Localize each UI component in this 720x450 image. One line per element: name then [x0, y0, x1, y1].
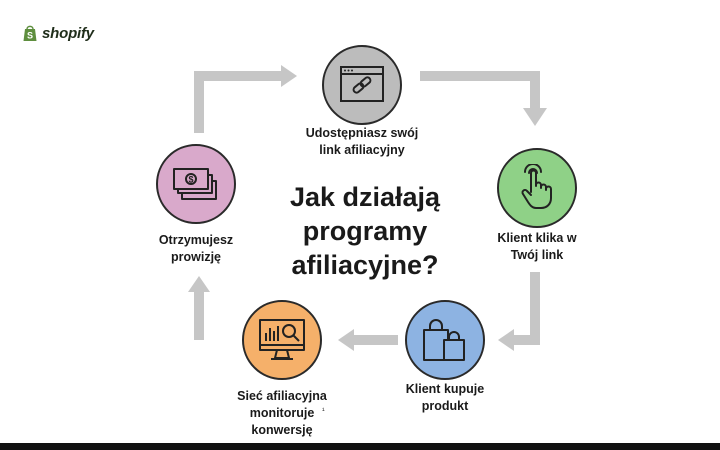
arrow-step2-to-step3 [512, 272, 540, 345]
monitor-analytics-icon [259, 319, 305, 360]
diagram-title-line2: programy [302, 216, 428, 246]
step-purchase-line2: produkt [421, 399, 469, 413]
step-tracking-line1: Sieć afiliacyjna [237, 389, 327, 403]
footnote-mark: ¹ [322, 406, 325, 415]
step-click-link-circle [497, 148, 577, 228]
shopify-bag-icon: S [23, 25, 37, 41]
diagram-title: Jak działają programy afiliacyjne? [270, 180, 460, 282]
step-commission-line2: prowizję [170, 250, 221, 264]
shopping-bags-icon [423, 319, 465, 361]
diagram-title-line1: Jak działają [289, 182, 441, 212]
step-share-link-circle [322, 45, 402, 125]
step-tracking-circle [242, 300, 322, 380]
step-share-link-label: Udostępniasz swój link afiliacyjny [282, 125, 442, 159]
diagram-title-line3: afiliacyjne? [291, 250, 439, 280]
pointing-hand-icon [521, 164, 552, 209]
step-click-link-line1: Klient klika w [497, 231, 577, 245]
arrow-step1-to-step2 [420, 71, 540, 110]
step-commission-line1: Otrzymujesz [158, 233, 234, 247]
step-commission-label: Otrzymujesz prowizję [126, 232, 266, 266]
svg-text:S: S [27, 31, 33, 41]
step-commission-circle: $ [156, 144, 236, 224]
step-tracking-line3: konwersję [251, 423, 313, 437]
step-purchase-line1: Klient kupuje [405, 382, 485, 396]
step-purchase-label: Klient kupuje produkt [375, 381, 515, 415]
step-share-link-line1: Udostępniasz swój [305, 126, 419, 140]
svg-text:$: $ [188, 175, 193, 185]
step-click-link-line2: Twój link [510, 248, 564, 262]
step-tracking-line2: monitoruje [249, 406, 315, 420]
browser-link-icon [340, 66, 384, 102]
shopify-logo: S shopify [22, 24, 94, 42]
step-share-link-line2: link afiliacyjny [319, 143, 405, 157]
money-stack-icon: $ [173, 168, 217, 200]
bottom-bar [0, 443, 720, 450]
step-click-link-label: Klient klika w Twój link [467, 230, 607, 264]
brand-name: shopify [42, 24, 94, 42]
step-tracking-label: Sieć afiliacyjna monitoruje konwersję [212, 388, 352, 439]
arrow-step5-to-step1 [194, 71, 283, 133]
step-purchase-circle [405, 300, 485, 380]
